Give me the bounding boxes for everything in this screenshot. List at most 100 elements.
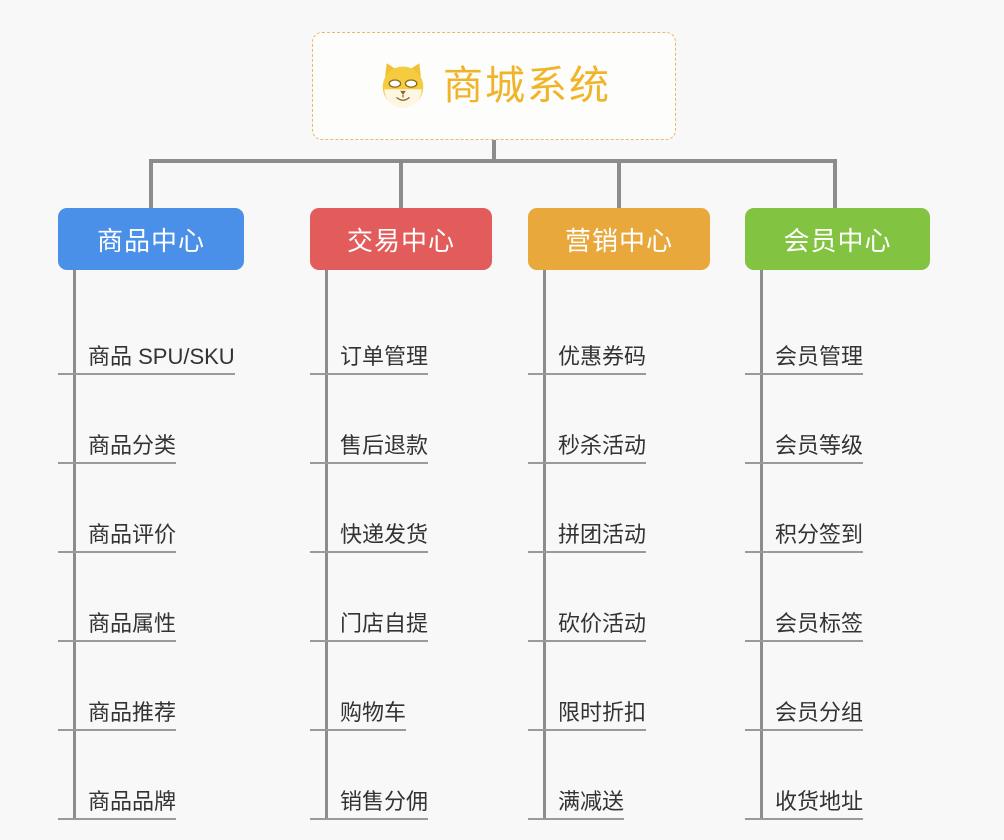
leaf-item[interactable]: 商品评价	[58, 464, 244, 553]
category-title: 交易中心	[346, 225, 455, 256]
leaf-item-inner: 销售分佣	[310, 788, 429, 820]
leaf-item-label: 优惠券码	[558, 343, 647, 369]
leaf-item[interactable]: 限时折扣	[528, 642, 710, 731]
leaf-item[interactable]: 优惠券码	[528, 286, 710, 375]
leaf-item[interactable]: 商品推荐	[58, 642, 244, 731]
connector-root-stem	[492, 140, 496, 163]
category-header-trade-center[interactable]: 交易中心	[310, 208, 492, 270]
leaf-list-trade-center: 订单管理售后退款快递发货门店自提购物车销售分佣	[310, 270, 492, 820]
leaf-item-inner: 商品 SPU/SKU	[58, 343, 235, 375]
leaf-item-rule	[528, 373, 647, 375]
category-column-member-center: 会员中心会员管理会员等级积分签到会员标签会员分组收货地址	[745, 208, 930, 820]
connector-bus	[149, 159, 837, 163]
leaf-item-rule	[745, 551, 864, 553]
leaf-item[interactable]: 会员标签	[745, 553, 930, 642]
leaf-item-label: 会员分组	[775, 699, 864, 725]
leaf-item-label: 商品 SPU/SKU	[88, 343, 235, 369]
category-title: 营销中心	[564, 225, 673, 256]
leaf-item[interactable]: 会员管理	[745, 286, 930, 375]
leaf-item-inner: 商品推荐	[58, 699, 177, 731]
leaf-item-label: 会员等级	[775, 432, 864, 458]
category-column-trade-center: 交易中心订单管理售后退款快递发货门店自提购物车销售分佣	[310, 208, 492, 820]
leaf-item-label: 商品品牌	[88, 788, 177, 814]
leaf-item-label: 订单管理	[340, 343, 429, 369]
leaf-item-inner: 商品品牌	[58, 788, 177, 820]
leaf-item[interactable]: 秒杀活动	[528, 375, 710, 464]
leaf-item-rule	[58, 373, 235, 375]
leaf-item[interactable]: 商品属性	[58, 553, 244, 642]
leaf-item-inner: 会员标签	[745, 610, 864, 642]
leaf-item[interactable]: 会员等级	[745, 375, 930, 464]
leaf-item-inner: 售后退款	[310, 432, 429, 464]
leaf-item-label: 会员管理	[775, 343, 864, 369]
leaf-item-rule	[310, 462, 429, 464]
leaf-item-label: 商品分类	[88, 432, 177, 458]
category-header-product-center[interactable]: 商品中心	[58, 208, 244, 270]
connector-drop-2	[399, 159, 403, 208]
leaf-item-inner: 购物车	[310, 700, 407, 731]
connector-drop-4	[833, 159, 837, 208]
root-title: 商城系统	[443, 64, 611, 108]
leaf-item-inner: 会员等级	[745, 432, 864, 464]
leaf-item-inner: 商品评价	[58, 522, 177, 553]
leaf-item-rule	[310, 551, 429, 553]
root-node[interactable]: 商城系统	[312, 32, 676, 140]
leaf-item-inner: 满减送	[528, 788, 625, 820]
category-header-member-center[interactable]: 会员中心	[745, 208, 930, 270]
leaf-item-label: 砍价活动	[558, 610, 647, 636]
connector-spine	[73, 270, 76, 820]
leaf-item-rule	[310, 818, 429, 820]
leaf-item-rule	[58, 551, 177, 553]
leaf-item[interactable]: 商品分类	[58, 375, 244, 464]
leaf-item-label: 售后退款	[340, 432, 429, 458]
leaf-item[interactable]: 拼团活动	[528, 464, 710, 553]
connector-spine	[543, 270, 546, 820]
leaf-item-label: 满减送	[558, 788, 625, 814]
leaf-item-label: 拼团活动	[558, 521, 647, 547]
leaf-item-inner: 限时折扣	[528, 699, 647, 731]
leaf-item[interactable]: 砍价活动	[528, 553, 710, 642]
leaf-item[interactable]: 购物车	[310, 642, 492, 731]
leaf-item[interactable]: 会员分组	[745, 642, 930, 731]
leaf-item-rule	[745, 640, 864, 642]
leaf-item-label: 销售分佣	[340, 788, 429, 814]
leaf-item[interactable]: 收货地址	[745, 731, 930, 820]
leaf-item-inner: 订单管理	[310, 343, 429, 375]
leaf-list-member-center: 会员管理会员等级积分签到会员标签会员分组收货地址	[745, 270, 930, 820]
leaf-list-product-center: 商品 SPU/SKU 商品分类商品评价商品属性商品推荐商品品牌	[58, 270, 244, 820]
category-header-marketing-center[interactable]: 营销中心	[528, 208, 710, 270]
leaf-item-rule	[528, 640, 647, 642]
leaf-item[interactable]: 商品 SPU/SKU	[58, 286, 244, 375]
leaf-item-label: 收货地址	[775, 788, 864, 814]
leaf-item-label: 限时折扣	[558, 699, 647, 725]
leaf-item[interactable]: 积分签到	[745, 464, 930, 553]
leaf-item[interactable]: 销售分佣	[310, 731, 492, 820]
leaf-item[interactable]: 售后退款	[310, 375, 492, 464]
leaf-item[interactable]: 快递发货	[310, 464, 492, 553]
leaf-item-rule	[58, 818, 177, 820]
leaf-item-inner: 商品属性	[58, 610, 177, 642]
leaf-item-label: 会员标签	[775, 610, 864, 636]
category-column-marketing-center: 营销中心优惠券码秒杀活动拼团活动砍价活动限时折扣满减送	[528, 208, 710, 820]
leaf-item[interactable]: 订单管理	[310, 286, 492, 375]
shiba-dog-face-icon	[377, 60, 429, 112]
leaf-item-label: 商品属性	[88, 610, 177, 636]
leaf-list-marketing-center: 优惠券码秒杀活动拼团活动砍价活动限时折扣满减送	[528, 270, 710, 820]
leaf-item-label: 商品推荐	[88, 699, 177, 725]
leaf-item-rule	[310, 640, 429, 642]
leaf-item-inner: 会员管理	[745, 343, 864, 375]
leaf-item-rule	[745, 729, 864, 731]
leaf-item-rule	[528, 462, 647, 464]
leaf-item-rule	[58, 462, 177, 464]
leaf-item-rule	[528, 551, 647, 553]
leaf-item-inner: 快递发货	[310, 521, 429, 553]
leaf-item[interactable]: 门店自提	[310, 553, 492, 642]
leaf-item[interactable]: 满减送	[528, 731, 710, 820]
leaf-item-rule	[745, 462, 864, 464]
category-column-product-center: 商品中心商品 SPU/SKU 商品分类商品评价商品属性商品推荐商品品牌	[58, 208, 244, 820]
leaf-item[interactable]: 商品品牌	[58, 731, 244, 820]
leaf-item-rule	[528, 729, 647, 731]
leaf-item-label: 快递发货	[340, 521, 429, 547]
connector-drop-3	[617, 159, 621, 208]
